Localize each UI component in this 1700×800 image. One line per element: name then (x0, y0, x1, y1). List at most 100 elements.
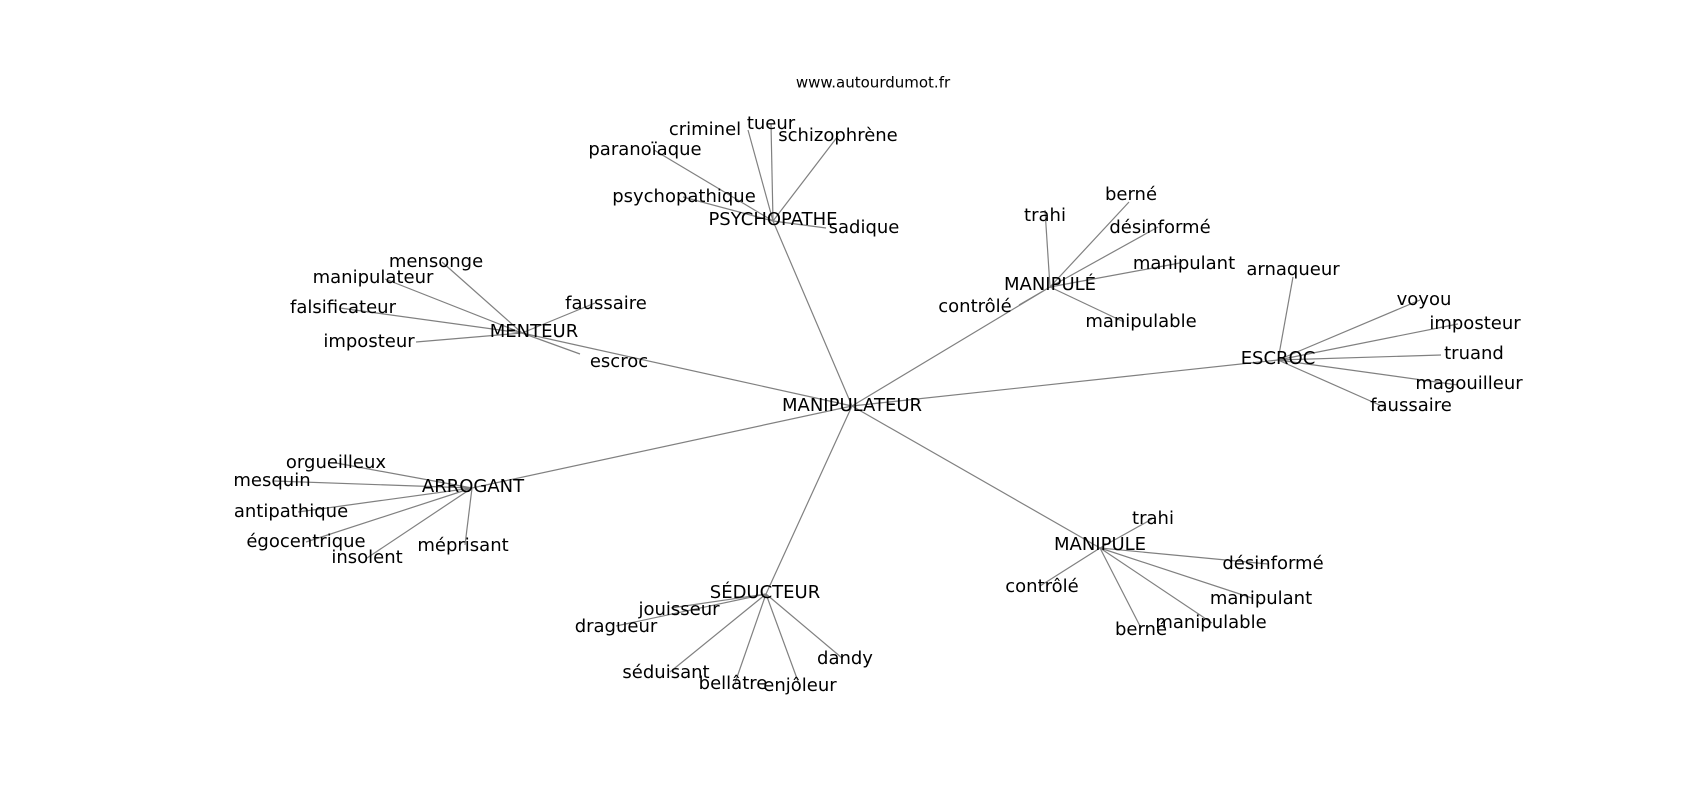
edge-menteur-5 (521, 332, 581, 355)
hub-node-menteur: MENTEUR (490, 321, 578, 342)
edge-arrogant-3 (305, 487, 473, 543)
edge-center-seducteur (765, 405, 853, 595)
leaf-node-manipule-acc-5: manipulable (1085, 311, 1196, 332)
leaf-node-seducteur-3: bellâtre (699, 673, 768, 694)
edge-center-arrogant (471, 405, 853, 489)
leaf-node-arrogant-4: insolent (331, 547, 402, 568)
edge-manipule-4 (1099, 547, 1142, 629)
hub-node-psychopathe: PSYCHOPATHE (708, 209, 837, 230)
leaf-node-menteur-1: manipulateur (313, 267, 434, 288)
leaf-node-escroc-5: faussaire (1370, 395, 1452, 416)
leaf-node-seducteur-4: enjôleur (763, 675, 837, 696)
leaf-node-escroc-2: imposteur (1429, 313, 1521, 334)
leaf-node-manipule-0: trahi (1132, 508, 1174, 529)
leaf-node-arrogant-3: égocentrique (246, 531, 365, 552)
edge-seducteur-5 (765, 593, 843, 659)
edge-psychopathe-1 (770, 123, 774, 222)
leaf-node-psychopathe-0: criminel (669, 119, 741, 140)
edge-psychopathe-3 (653, 149, 774, 222)
hub-node-escroc: ESCROC (1241, 348, 1316, 369)
edge-seducteur-4 (765, 593, 800, 685)
edge-center-manipule (851, 405, 1101, 549)
leaf-node-manipule-4: berné (1115, 619, 1167, 640)
edge-psychopathe-2 (772, 135, 839, 222)
leaf-node-menteur-5: escroc (590, 351, 648, 372)
edge-manipule-acc-4 (1018, 286, 1051, 306)
edge-arrogant-5 (464, 487, 473, 546)
leaf-node-arrogant-1: mesquin (233, 470, 310, 491)
leaf-node-seducteur-2: séduisant (622, 662, 709, 683)
edge-center-menteur (521, 332, 853, 407)
edge-manipule-acc-0 (1044, 209, 1051, 288)
site-watermark: www.autourdumot.fr (796, 74, 951, 92)
leaf-node-psychopathe-5: sadique (829, 217, 900, 238)
leaf-node-manipule-acc-2: désinformé (1109, 217, 1210, 238)
leaf-node-manipule-2: manipulant (1210, 588, 1312, 609)
leaf-node-manipule-acc-4: contrôlé (938, 296, 1011, 317)
edge-escroc-1 (1277, 299, 1421, 361)
leaf-node-seducteur-1: dragueur (575, 616, 658, 637)
edge-menteur-0 (441, 261, 523, 334)
edge-manipule-acc-3 (1049, 262, 1181, 288)
leaf-node-psychopathe-3: paranoïaque (588, 139, 701, 160)
hub-node-manipule: MANIPULE (1054, 534, 1146, 555)
edge-arrogant-4 (366, 487, 473, 559)
leaf-node-manipule-5: contrôlé (1005, 576, 1078, 597)
leaf-node-seducteur-5: dandy (817, 648, 873, 669)
hub-node-seducteur: SÉDUCTEUR (710, 581, 820, 603)
edge-arrogant-0 (335, 462, 473, 489)
edge-center-escroc (851, 359, 1279, 407)
edge-manipule-5 (1039, 547, 1101, 587)
edge-center-psychopathe (772, 220, 853, 407)
edge-escroc-0 (1277, 276, 1294, 361)
edge-manipule-0 (1099, 518, 1153, 549)
graph-labels: www.autourdumot.fr MANIPULATEUR PSYCHOPAT… (233, 74, 1523, 697)
leaf-node-escroc-0: arnaqueur (1246, 259, 1340, 280)
edge-escroc-2 (1277, 323, 1459, 361)
leaf-node-escroc-1: voyou (1397, 289, 1452, 310)
edge-manipule-acc-1 (1049, 201, 1130, 288)
edge-manipule-acc-2 (1049, 226, 1159, 288)
leaf-node-escroc-4: magouilleur (1415, 373, 1523, 394)
leaf-node-arrogant-0: orgueilleux (286, 452, 386, 473)
leaf-node-menteur-4: faussaire (565, 293, 647, 314)
edge-manipule-1 (1099, 547, 1269, 565)
edge-menteur-2 (339, 307, 523, 334)
leaf-node-manipule-1: désinformé (1222, 553, 1323, 574)
edge-menteur-4 (521, 302, 596, 334)
edge-center-manipule-acc (851, 286, 1051, 407)
leaf-node-arrogant-2: antipathique (234, 501, 348, 522)
hub-node-arrogant: ARROGANT (422, 476, 525, 497)
edge-manipule-acc-5 (1049, 286, 1125, 323)
leaf-node-psychopathe-1: tueur (747, 113, 796, 134)
edge-seducteur-0 (670, 593, 767, 609)
leaf-node-menteur-2: falsificateur (290, 297, 397, 318)
edge-psychopathe-0 (747, 129, 774, 222)
leaf-node-escroc-3: truand (1444, 343, 1504, 364)
edge-escroc-4 (1277, 359, 1459, 386)
edge-seducteur-1 (615, 593, 767, 627)
leaf-node-seducteur-0: jouisseur (637, 599, 720, 620)
graph-edges (273, 123, 1459, 685)
edge-menteur-3 (415, 332, 523, 343)
edge-arrogant-1 (273, 480, 473, 489)
edge-menteur-1 (384, 278, 523, 334)
edge-manipule-3 (1099, 547, 1213, 624)
edge-manipule-2 (1099, 547, 1253, 599)
leaf-node-manipule-acc-3: manipulant (1133, 253, 1235, 274)
edge-psychopathe-4 (682, 196, 774, 222)
leaf-node-menteur-0: mensonge (389, 251, 483, 272)
leaf-node-psychopathe-2: schizophrène (778, 125, 898, 146)
leaf-node-manipule-3: manipulable (1155, 612, 1266, 633)
edge-seducteur-2 (669, 593, 767, 673)
edge-arrogant-2 (297, 487, 473, 513)
edge-psychopathe-5 (772, 220, 827, 229)
edge-seducteur-3 (734, 593, 767, 684)
edge-escroc-5 (1277, 359, 1385, 408)
edge-escroc-3 (1277, 354, 1442, 361)
leaf-node-manipule-acc-0: trahi (1024, 205, 1066, 226)
center-node-label: MANIPULATEUR (782, 395, 922, 416)
leaf-node-psychopathe-4: psychopathique (612, 186, 756, 207)
leaf-node-menteur-3: imposteur (323, 331, 415, 352)
